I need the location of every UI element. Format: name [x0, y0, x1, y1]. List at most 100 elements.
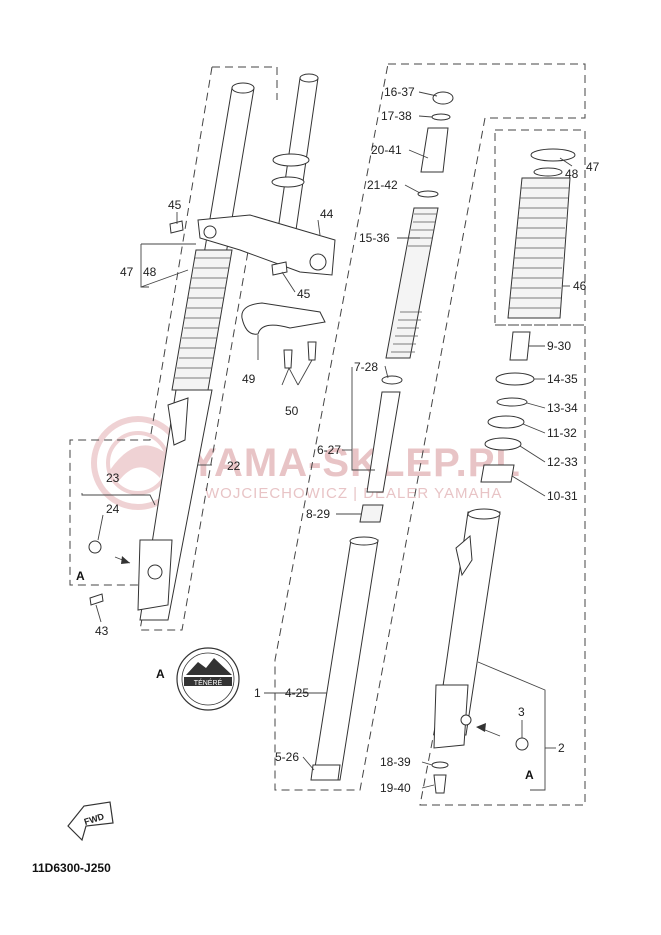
label-48-left: 48 [143, 265, 157, 279]
part-48-clamp [533, 167, 563, 177]
label-13-34: 13-34 [547, 401, 578, 415]
label-7-28: 7-28 [354, 360, 378, 374]
part-24-plug [88, 540, 102, 554]
part-8-29-rebound-spring [359, 504, 384, 523]
watermark-title: YAMA-SKLEP.PL [190, 441, 521, 485]
label-18-39: 18-39 [380, 755, 411, 769]
label-15-36: 15-36 [359, 231, 390, 245]
label-16-37: 16-37 [384, 85, 415, 99]
label-a-right: A [525, 768, 534, 782]
left-fork-boot [171, 249, 233, 391]
part-45-bolt-lower [271, 261, 288, 276]
emblem-band [184, 677, 232, 686]
part-15-36-fork-spring [385, 207, 439, 359]
part-7-28-piston-ring [381, 375, 403, 385]
part-16-37-cap-bolt [432, 91, 454, 105]
fwd-arrow-icon: FWD [67, 801, 114, 842]
label-11-32: 11-32 [547, 426, 577, 440]
lower-bracket-left-hole [203, 225, 217, 239]
part-10-31-slide-metal [480, 464, 515, 483]
label-21-42: 21-42 [367, 178, 398, 192]
label-a-emblem: A [156, 667, 165, 681]
label-49: 49 [242, 372, 256, 386]
diagram-code: 11D6300-J250 [32, 861, 111, 875]
part-4-25-inner-tube [312, 539, 379, 781]
watermark: YAMA-SKLEP.PL WOJCIECHOWICZ | DEALER YAM… [91, 416, 521, 510]
group-outlines [69, 63, 586, 806]
stem-bearing-lower [271, 176, 305, 188]
label-3: 3 [518, 705, 525, 719]
bottom-case-outline [419, 324, 586, 806]
part-12-33-guide-bush [484, 437, 522, 451]
label-17-38: 17-38 [381, 109, 412, 123]
label-24: 24 [106, 502, 120, 516]
left-fork-cap [231, 82, 255, 94]
lower-bracket [197, 214, 336, 276]
part-3-hole [460, 714, 472, 726]
label-45-lower: 45 [297, 287, 311, 301]
label-23: 23 [106, 471, 120, 485]
part-13-34-clip [496, 397, 528, 407]
label-1: 1 [254, 686, 261, 700]
left-fender-bracket [167, 397, 189, 446]
part-45-bolt-upper [169, 220, 184, 234]
emblem-inner-ring [181, 652, 235, 706]
label-14-35: 14-35 [547, 372, 578, 386]
emblem-detail-a: TÉNÉRÉ [176, 647, 240, 711]
bottom-case-top [467, 508, 501, 520]
label-43: 43 [95, 624, 109, 638]
label-48-right: 48 [565, 167, 579, 181]
label-50: 50 [285, 404, 299, 418]
label-45-upper: 45 [168, 198, 182, 212]
steering-stem-assembly [169, 73, 336, 369]
part-5-26-bushing [310, 764, 341, 781]
label-12-33: 12-33 [547, 455, 578, 469]
part-6-27-damper-rod [366, 391, 401, 493]
left-assembly-outline [69, 66, 278, 631]
part-3-cap [515, 737, 529, 751]
label-47-left: 47 [120, 265, 134, 279]
outer-tube-outline [494, 129, 586, 326]
mountain-icon [186, 658, 232, 675]
outer-tube-assembly [431, 148, 576, 794]
label-2: 2 [558, 741, 565, 755]
inner-tube-top [349, 536, 379, 546]
bottom-case-axle-bracket [433, 684, 469, 749]
arrow-head [121, 556, 130, 564]
label-47-right: 47 [586, 160, 600, 174]
part-9-30-dust-seal [509, 331, 531, 361]
stem-top [299, 73, 319, 83]
emblem-text: TÉNÉRÉ [194, 678, 223, 687]
label-44: 44 [320, 207, 334, 221]
part-49-holder [241, 302, 326, 335]
arrow-head-right [476, 723, 486, 732]
label-4-25: 4-25 [285, 686, 309, 700]
part-18-39-washer [431, 761, 449, 769]
part-21-42-washer [417, 190, 439, 198]
part-11-32-washer [487, 415, 525, 429]
label-6-27: 6-27 [317, 443, 341, 457]
left-fork-assembly [88, 82, 255, 621]
leader-lines [81, 91, 573, 791]
label-10-31: 10-31 [547, 489, 578, 503]
inner-tube-assembly [310, 91, 454, 781]
label-a-left: A [76, 569, 85, 583]
part-19-40-bolt [433, 774, 447, 794]
label-19-40: 19-40 [380, 781, 411, 795]
part-labels: 45 44 47 48 45 49 50 22 23 24 A 43 A 1 4… [76, 85, 600, 795]
label-9-30: 9-30 [547, 339, 571, 353]
part-20-41-spacer [420, 127, 449, 173]
label-46: 46 [573, 279, 587, 293]
label-20-41: 20-41 [371, 143, 402, 157]
part-43-bolt [89, 593, 104, 606]
label-5-26: 5-26 [275, 750, 299, 764]
lower-bracket-right-hole [309, 253, 327, 271]
part-47-clamp [530, 148, 576, 162]
inner-tube-outline [274, 63, 586, 791]
part-50-bolt-left [283, 349, 293, 369]
right-boot-ribs [509, 187, 569, 309]
label-22: 22 [227, 459, 241, 473]
label-8-29: 8-29 [306, 507, 330, 521]
spring-coils [391, 213, 437, 353]
